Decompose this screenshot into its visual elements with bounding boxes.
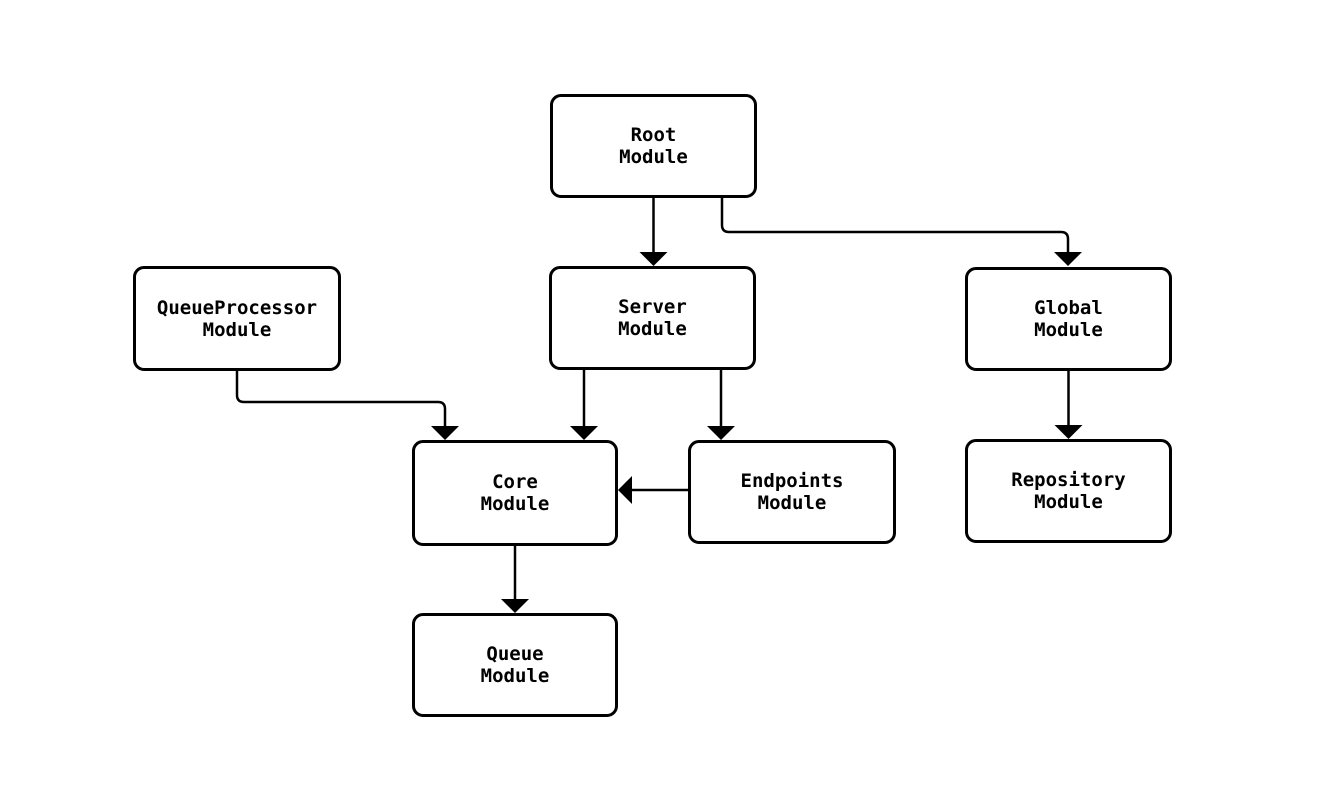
edge-server-to-endpoints (707, 368, 735, 440)
edge-root-to-server (639, 196, 668, 266)
node-endpoints-module-label: Endpoints Module (740, 470, 844, 514)
node-endpoints-module: Endpoints Module (688, 440, 896, 544)
node-queueprocessor-module: QueueProcessor Module (133, 266, 341, 371)
node-root-module-label: Root Module (619, 124, 688, 168)
node-queueprocessor-module-label: QueueProcessor Module (156, 296, 318, 341)
edge-core-to-queue (501, 544, 529, 613)
edge-endpoints-to-core (618, 476, 690, 504)
edge-global-to-repository (1054, 369, 1083, 439)
node-global-module: Global Module (965, 267, 1172, 371)
node-repository-module: Repository Module (965, 439, 1172, 543)
node-core-module-label: Core Module (480, 471, 550, 515)
node-server-module: Server Module (549, 266, 756, 370)
node-repository-module-label: Repository Module (1011, 469, 1126, 513)
node-core-module: Core Module (412, 440, 618, 546)
node-server-module-label: Server Module (618, 296, 687, 340)
edge-queueprocessor-to-core (235, 369, 459, 440)
node-root-module: Root Module (550, 94, 757, 198)
edge-root-to-global (720, 195, 1082, 266)
edge-server-to-core (570, 368, 598, 440)
node-queue-module: Queue Module (412, 613, 618, 717)
node-queue-module-label: Queue Module (480, 643, 550, 687)
node-global-module-label: Global Module (1034, 297, 1103, 341)
